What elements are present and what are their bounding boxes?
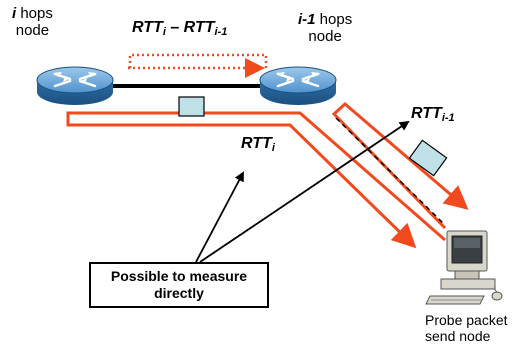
- rtt-diff-base1: RTT: [132, 19, 163, 36]
- callout-arrow-rtt-i-minus-1: [199, 120, 410, 263]
- rtt-diff-base2: RTT: [183, 19, 215, 36]
- rtt-i-base: RTT: [241, 135, 272, 152]
- rtt-diff-sub1: i: [162, 26, 166, 38]
- router-i-var: i: [12, 5, 17, 22]
- router-i-minus-1-hops: hops: [315, 11, 353, 28]
- rtt-diff-sub2: i-1: [214, 26, 228, 38]
- computer-icon: [425, 230, 503, 305]
- packet-icon: [178, 96, 205, 117]
- probe-line1: Probe packet: [425, 312, 508, 328]
- rtt-i-label: RTTi: [241, 135, 275, 155]
- packet-icon: [408, 139, 448, 177]
- router-i-label: i hops node: [12, 5, 53, 40]
- callout-box: Possible to measure directly: [89, 262, 269, 308]
- probe-line2: send node: [425, 328, 491, 345]
- rtt-diff-dotted-arrow: [128, 53, 268, 78]
- dashed-guide-line: [335, 117, 445, 225]
- rtt-i-minus-1-label: RTTi-1: [411, 105, 455, 125]
- rtt-i-minus-1-base: RTT: [411, 105, 442, 122]
- rtt-i-path-arrow: [66, 111, 446, 249]
- callout-line1: Possible to measure: [110, 267, 248, 284]
- router-icon: [259, 66, 337, 105]
- router-i-hops: hops: [16, 5, 53, 22]
- router-i-minus-1-label: i-1 hops node: [298, 11, 352, 46]
- router-i-minus-1-var: i-1: [298, 11, 316, 28]
- router-icon: [36, 66, 114, 105]
- probe-node-label: Probe packet send node: [425, 312, 508, 344]
- router-i-node: node: [15, 22, 50, 40]
- rtt-i-minus-1-sub: i-1: [441, 112, 455, 124]
- rtt-diff-label: RTTi – RTTi-1: [132, 19, 227, 39]
- callout-arrow-rtt-i: [195, 171, 244, 263]
- callout-line2: directly: [154, 285, 204, 301]
- router-i-minus-1-node: node: [308, 28, 342, 46]
- rtt-i-sub: i: [271, 142, 275, 154]
- rtt-diff-sep: –: [165, 19, 184, 36]
